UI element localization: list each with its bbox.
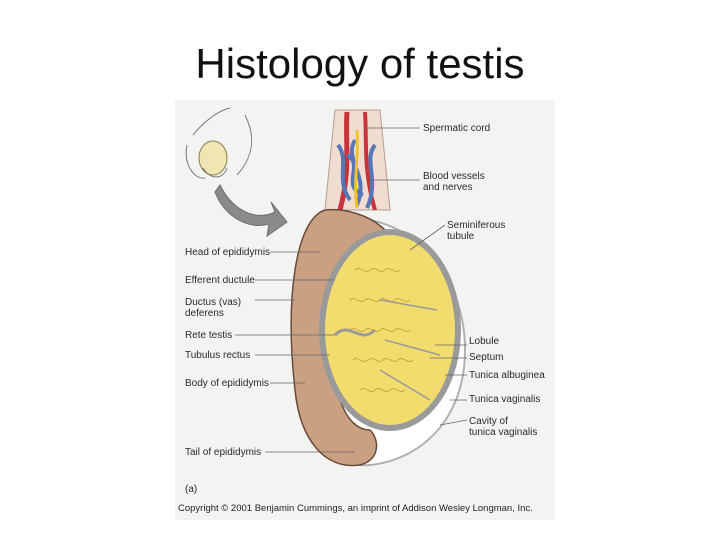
- label-rete-testis: Rete testis: [185, 330, 233, 341]
- label-septum: Septum: [469, 352, 504, 363]
- testis-illustration: [185, 107, 468, 467]
- septum: [379, 299, 441, 401]
- label-body-of-epididymis: Body of epididymis: [185, 378, 269, 389]
- label-blood-vessels: Blood vessels and nerves: [423, 171, 485, 193]
- label-tubulus-rectus: Tubulus rectus: [185, 350, 251, 361]
- leader-lines: [235, 127, 468, 453]
- panel-letter: (a): [185, 484, 198, 495]
- copyright-notice: Copyright © 2001 Benjamin Cummings, an i…: [178, 503, 533, 514]
- body-inset: [185, 107, 253, 179]
- label-ductus-deferens: Ductus (vas) deferens: [185, 297, 241, 319]
- label-tunica-albuginea: Tunica albuginea: [469, 370, 545, 381]
- label-ductus-line1: Ductus (vas): [185, 297, 242, 308]
- label-seminiferous-line1: Seminiferous: [447, 220, 506, 231]
- label-efferent-ductule: Efferent ductule: [185, 275, 255, 286]
- testis: [319, 229, 461, 431]
- label-head-of-epididymis: Head of epididymis: [185, 247, 271, 258]
- label-spermatic-cord: Spermatic cord: [423, 123, 491, 134]
- label-tunica-vaginalis: Tunica vaginalis: [469, 394, 541, 405]
- label-cavity-line1: Cavity of: [469, 416, 508, 427]
- label-seminiferous-tubule: Seminiferous tubule: [447, 220, 505, 242]
- label-seminiferous-line2: tubule: [447, 231, 475, 242]
- label-tail-of-epididymis: Tail of epididymis: [185, 447, 262, 458]
- arrow-icon: [214, 184, 288, 238]
- label-blood-vessels-line2: and nerves: [423, 182, 473, 193]
- label-ductus-line2: deferens: [185, 308, 224, 319]
- slide-title: Histology of testis: [195, 40, 525, 87]
- label-lobule: Lobule: [469, 336, 500, 347]
- testis-diagram: Spermatic cord Blood vessels and nerves …: [175, 100, 555, 520]
- label-cavity-tunica-vaginalis: Cavity of tunica vaginalis: [469, 416, 537, 438]
- spermatic-cord: [324, 109, 391, 211]
- label-blood-vessels-line1: Blood vessels: [423, 171, 485, 182]
- label-cavity-line2: tunica vaginalis: [469, 427, 538, 438]
- rete-testis: [333, 328, 377, 337]
